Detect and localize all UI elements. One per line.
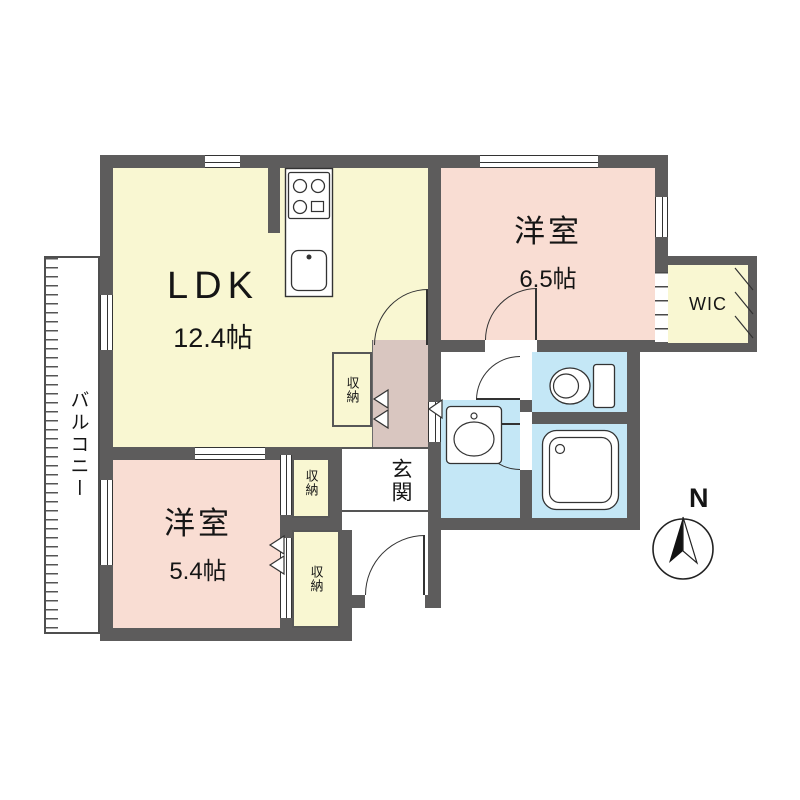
closet-c-name: 収納 [308,565,324,593]
closet-door [280,455,292,515]
wall [428,352,441,402]
room-bedroom-5-4 [113,460,280,628]
closet-b-label: 収納 [292,447,330,518]
door-leaf [423,535,425,595]
ldk-area: 12.4帖 [173,322,253,353]
ldk-label: LDK 12.4帖 [118,252,308,367]
closet-a-name: 収納 [344,375,360,404]
room-bedroom-6-5 [441,168,655,340]
wic-label: WIC [668,265,748,343]
balcony-label: バルコニー [56,256,100,634]
sliding-door [428,402,441,442]
wic-name: WIC [689,293,727,314]
wall [292,518,342,530]
wall [100,155,113,295]
window [655,197,668,237]
bedroom-6-5-label: 洋室 6.5帖 [448,200,648,300]
bedroom-5-4-label: 洋室 5.4帖 [118,492,278,592]
wall [100,155,205,168]
wall [425,595,441,608]
wall [100,350,113,480]
wall [627,352,640,530]
wall [100,565,113,641]
bedroom-5-4-area: 5.4帖 [169,558,227,585]
window [100,480,113,565]
closet-c [292,530,340,628]
wall [268,155,280,233]
wall [748,256,757,352]
wall [340,595,365,608]
wall [240,155,480,168]
window [100,295,113,350]
wall [655,237,668,272]
wall [520,470,532,518]
door-leaf [476,423,520,425]
closet-door [280,538,292,618]
room-bathroom [532,424,627,518]
wall [668,343,757,352]
wall [100,447,195,460]
balcony-railing [46,258,58,632]
wall [520,400,532,412]
bedroom-6-5-area: 6.5帖 [519,266,577,293]
north-label: N [689,483,709,513]
balcony-name: バルコニー [67,390,89,500]
compass-icon [652,516,714,580]
window [480,155,598,168]
sliding-door [195,447,265,460]
window [205,155,240,168]
wall [668,256,757,265]
wall [428,155,441,340]
wall [330,447,342,530]
door-leaf [535,288,537,340]
wall [537,340,668,352]
genkan-step-line [342,510,428,512]
door-leaf [476,398,520,400]
closet-a [332,352,372,427]
closet-c-label: 収納 [292,530,340,628]
room-hall [372,340,428,447]
wall [598,155,668,168]
closet-a-label: 収納 [332,352,372,427]
ldk-name: LDK [167,264,259,307]
wall [428,340,485,352]
genkan-label: 玄関 [383,452,417,510]
folding-door [655,272,668,342]
bedroom-6-5-name: 洋室 [514,214,582,249]
wall [655,155,668,197]
wall [100,628,352,641]
door-leaf [426,289,428,345]
bedroom-5-4-name: 洋室 [164,506,232,541]
genkan-name: 玄関 [389,458,412,504]
room-toilet [532,352,627,412]
wall [428,518,640,530]
wall [532,412,627,424]
closet-b-name: 収納 [303,468,319,497]
wall [340,530,352,641]
